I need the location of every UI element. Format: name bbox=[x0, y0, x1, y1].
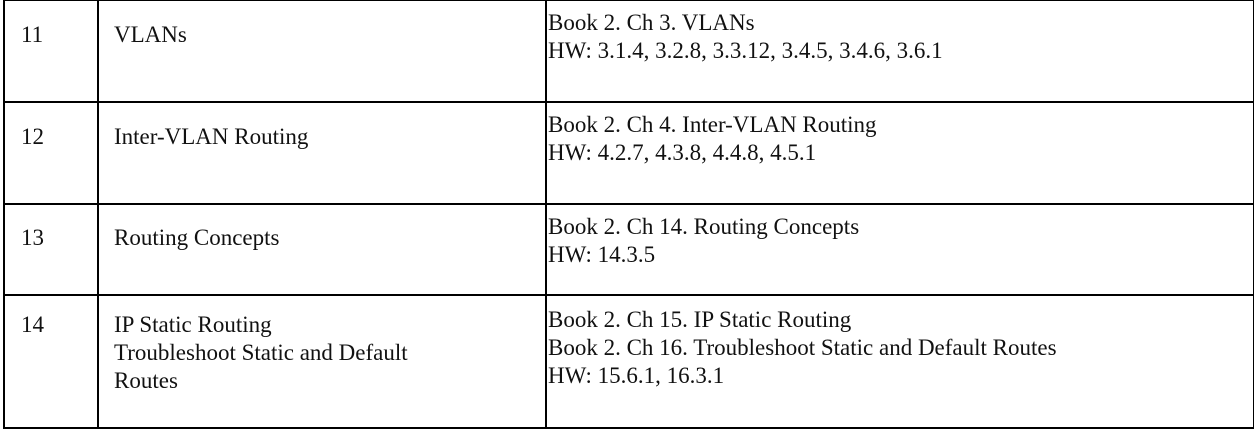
reading-line: Book 2. Ch 3. VLANs bbox=[548, 10, 755, 35]
topic-line: Troubleshoot Static and Default bbox=[114, 340, 408, 365]
topic-line: VLANs bbox=[114, 22, 187, 47]
week-number: 14 bbox=[21, 312, 44, 337]
week-number-cell: 14 bbox=[3, 294, 99, 429]
topic-line: Inter-VLAN Routing bbox=[114, 124, 309, 149]
homework-line: HW: 15.6.1, 16.3.1 bbox=[548, 363, 725, 388]
table-row: 12 Inter-VLAN Routing Book 2. Ch 4. Inte… bbox=[3, 101, 1254, 205]
week-number: 12 bbox=[21, 124, 44, 149]
reading-cell: Book 2. Ch 14. Routing Concepts HW: 14.3… bbox=[545, 203, 1254, 296]
week-number-cell: 13 bbox=[3, 203, 99, 296]
table-row: 13 Routing Concepts Book 2. Ch 14. Routi… bbox=[3, 203, 1254, 296]
week-number: 11 bbox=[21, 22, 44, 47]
homework-line: HW: 3.1.4, 3.2.8, 3.3.12, 3.4.5, 3.4.6, … bbox=[548, 38, 943, 63]
topic-cell: IP Static Routing Troubleshoot Static an… bbox=[97, 294, 547, 429]
topic-line: IP Static Routing bbox=[114, 312, 272, 337]
schedule-table: 11 VLANs Book 2. Ch 3. VLANs HW: 3.1.4, … bbox=[3, 0, 1254, 429]
topic-line: Routing Concepts bbox=[114, 225, 280, 250]
table-row: 11 VLANs Book 2. Ch 3. VLANs HW: 3.1.4, … bbox=[3, 0, 1254, 103]
reading-line: Book 2. Ch 14. Routing Concepts bbox=[548, 214, 860, 239]
topic-cell: VLANs bbox=[97, 0, 547, 103]
homework-line: HW: 4.2.7, 4.3.8, 4.4.8, 4.5.1 bbox=[548, 140, 817, 165]
week-number-cell: 12 bbox=[3, 101, 99, 205]
topic-cell: Routing Concepts bbox=[97, 203, 547, 296]
reading-cell: Book 2. Ch 15. IP Static Routing Book 2.… bbox=[545, 294, 1254, 429]
reading-line: Book 2. Ch 16. Troubleshoot Static and D… bbox=[548, 335, 1057, 360]
week-number: 13 bbox=[21, 225, 44, 250]
week-number-cell: 11 bbox=[3, 0, 99, 103]
homework-line: HW: 14.3.5 bbox=[548, 242, 656, 267]
reading-cell: Book 2. Ch 4. Inter-VLAN Routing HW: 4.2… bbox=[545, 101, 1254, 205]
reading-cell: Book 2. Ch 3. VLANs HW: 3.1.4, 3.2.8, 3.… bbox=[545, 0, 1254, 103]
reading-line: Book 2. Ch 4. Inter-VLAN Routing bbox=[548, 112, 877, 137]
topic-line: Routes bbox=[114, 368, 178, 393]
topic-cell: Inter-VLAN Routing bbox=[97, 101, 547, 205]
reading-line: Book 2. Ch 15. IP Static Routing bbox=[548, 307, 852, 332]
table-row: 14 IP Static Routing Troubleshoot Static… bbox=[3, 294, 1254, 429]
